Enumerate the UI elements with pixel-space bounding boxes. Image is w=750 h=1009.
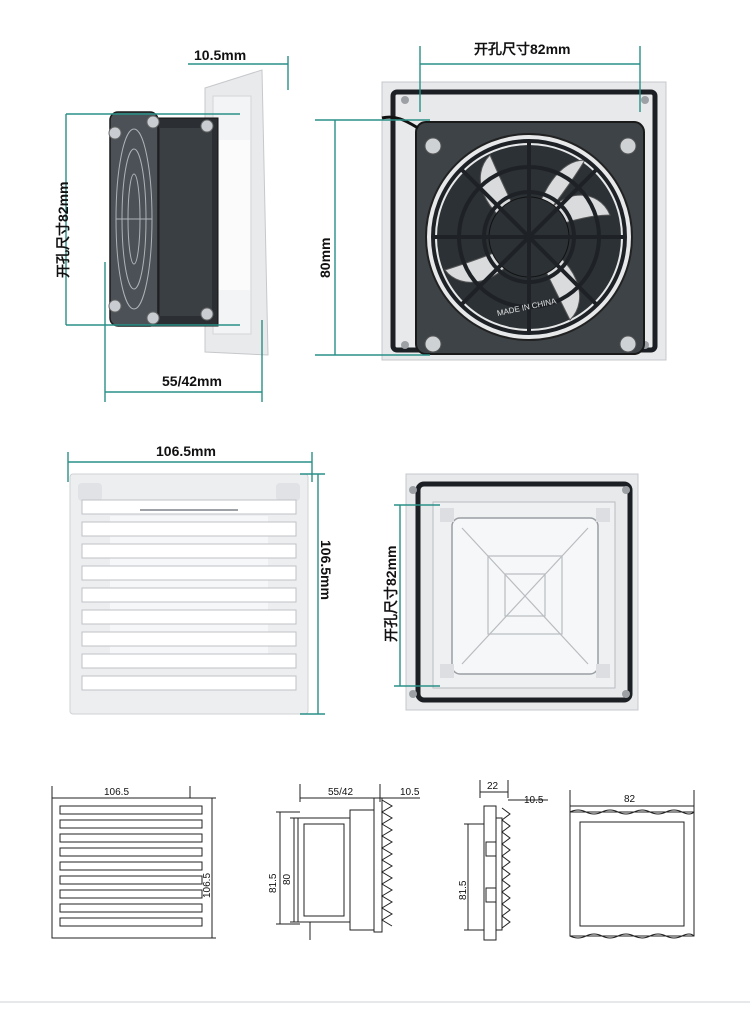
screw-icon: [424, 137, 637, 353]
drawing-side-frame-label: 10.5: [400, 787, 420, 798]
grille-width-label: 106.5mm: [156, 443, 216, 459]
gasket: [415, 481, 633, 703]
drawing-front-width-label: 106.5: [104, 787, 129, 798]
dimension-lines: [67, 452, 325, 715]
dimension-lines: [315, 46, 641, 356]
drawing-side-outer-label: 81.5: [268, 873, 279, 893]
drawing-filter-view: [464, 780, 548, 941]
front-fan-height-label: 80mm: [317, 238, 333, 278]
side-depth-label: 55/42mm: [162, 373, 222, 389]
drawing-filter-height-label: 81.5: [458, 880, 469, 900]
side-view-photo: 10.5mm 开孔尺寸82mm 55/42mm: [55, 47, 289, 402]
dimension-lines: [65, 56, 289, 402]
front-fan-photo: MADE IN CHINA 开孔尺寸82mm 80mm: [315, 41, 667, 361]
grille-photo: 106.5mm 106.5mm: [67, 443, 334, 715]
drawing-filter-frame-label: 10.5: [524, 795, 544, 806]
drawing-cutout-view: [569, 790, 695, 939]
drawing-front-view: [51, 786, 216, 939]
drawing-front-height-label: 106.5: [202, 873, 213, 898]
screw-icon: [108, 115, 214, 325]
side-thickness-label: 10.5mm: [194, 47, 246, 63]
fan-guard: [431, 139, 627, 335]
dimension-lines: [394, 504, 440, 687]
drawing-filter-depth-label: 22: [487, 781, 499, 792]
drawing-side-depth-label: 55/42: [328, 787, 353, 798]
grille-height-label: 106.5mm: [318, 540, 334, 600]
power-wire: [381, 115, 419, 130]
back-cutout-label: 开孔尺寸82mm: [383, 546, 399, 642]
drawing-cutout-width-label: 82: [624, 794, 636, 805]
drawing-side-inner-label: 80: [282, 873, 293, 885]
grille-slats: [81, 499, 297, 691]
drawing-side-view: [276, 784, 420, 940]
back-filter-photo: 开孔尺寸82mm: [383, 473, 639, 711]
side-cutout-label: 开孔尺寸82mm: [55, 182, 71, 278]
front-cutout-label: 开孔尺寸82mm: [474, 41, 570, 57]
